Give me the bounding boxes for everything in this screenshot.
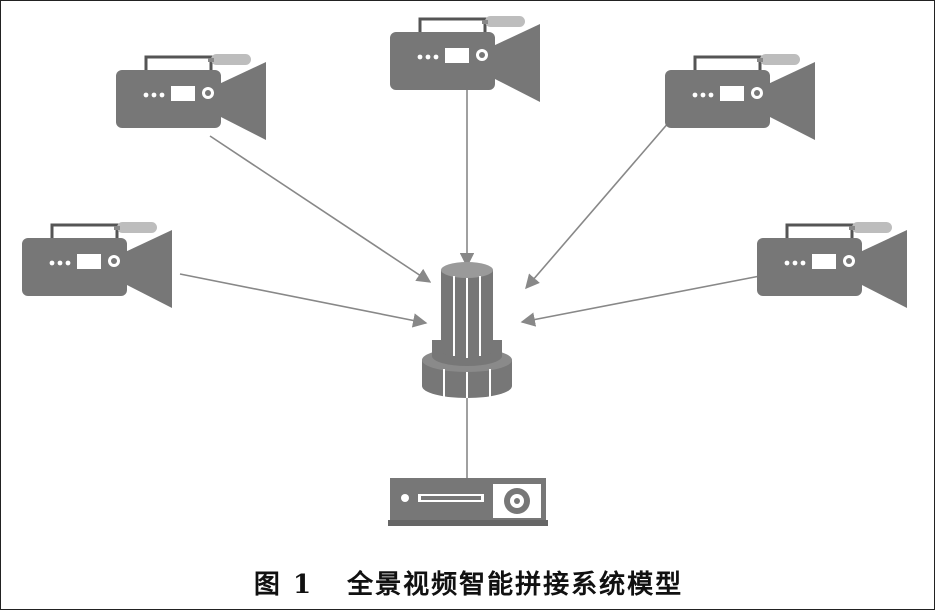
stitching-server-icon xyxy=(422,262,512,398)
video-camera-icon xyxy=(755,220,909,310)
figure-caption: 图 1 全景视频智能拼接系统模型 xyxy=(0,564,937,601)
system-diagram xyxy=(20,14,909,526)
video-camera-icon xyxy=(388,14,542,104)
arrow-right-camera xyxy=(520,275,761,327)
arrow-upper-left-camera xyxy=(209,135,432,283)
video-camera-icon xyxy=(663,52,817,142)
projector-icon xyxy=(388,478,548,526)
video-camera-icon xyxy=(20,220,174,310)
figure-label: 图 1 xyxy=(253,570,314,600)
video-camera-icon xyxy=(114,52,268,142)
arrow-left-camera xyxy=(179,273,428,328)
figure-title: 全景视频智能拼接系统模型 xyxy=(347,570,684,600)
arrow-upper-right-camera xyxy=(525,113,677,290)
